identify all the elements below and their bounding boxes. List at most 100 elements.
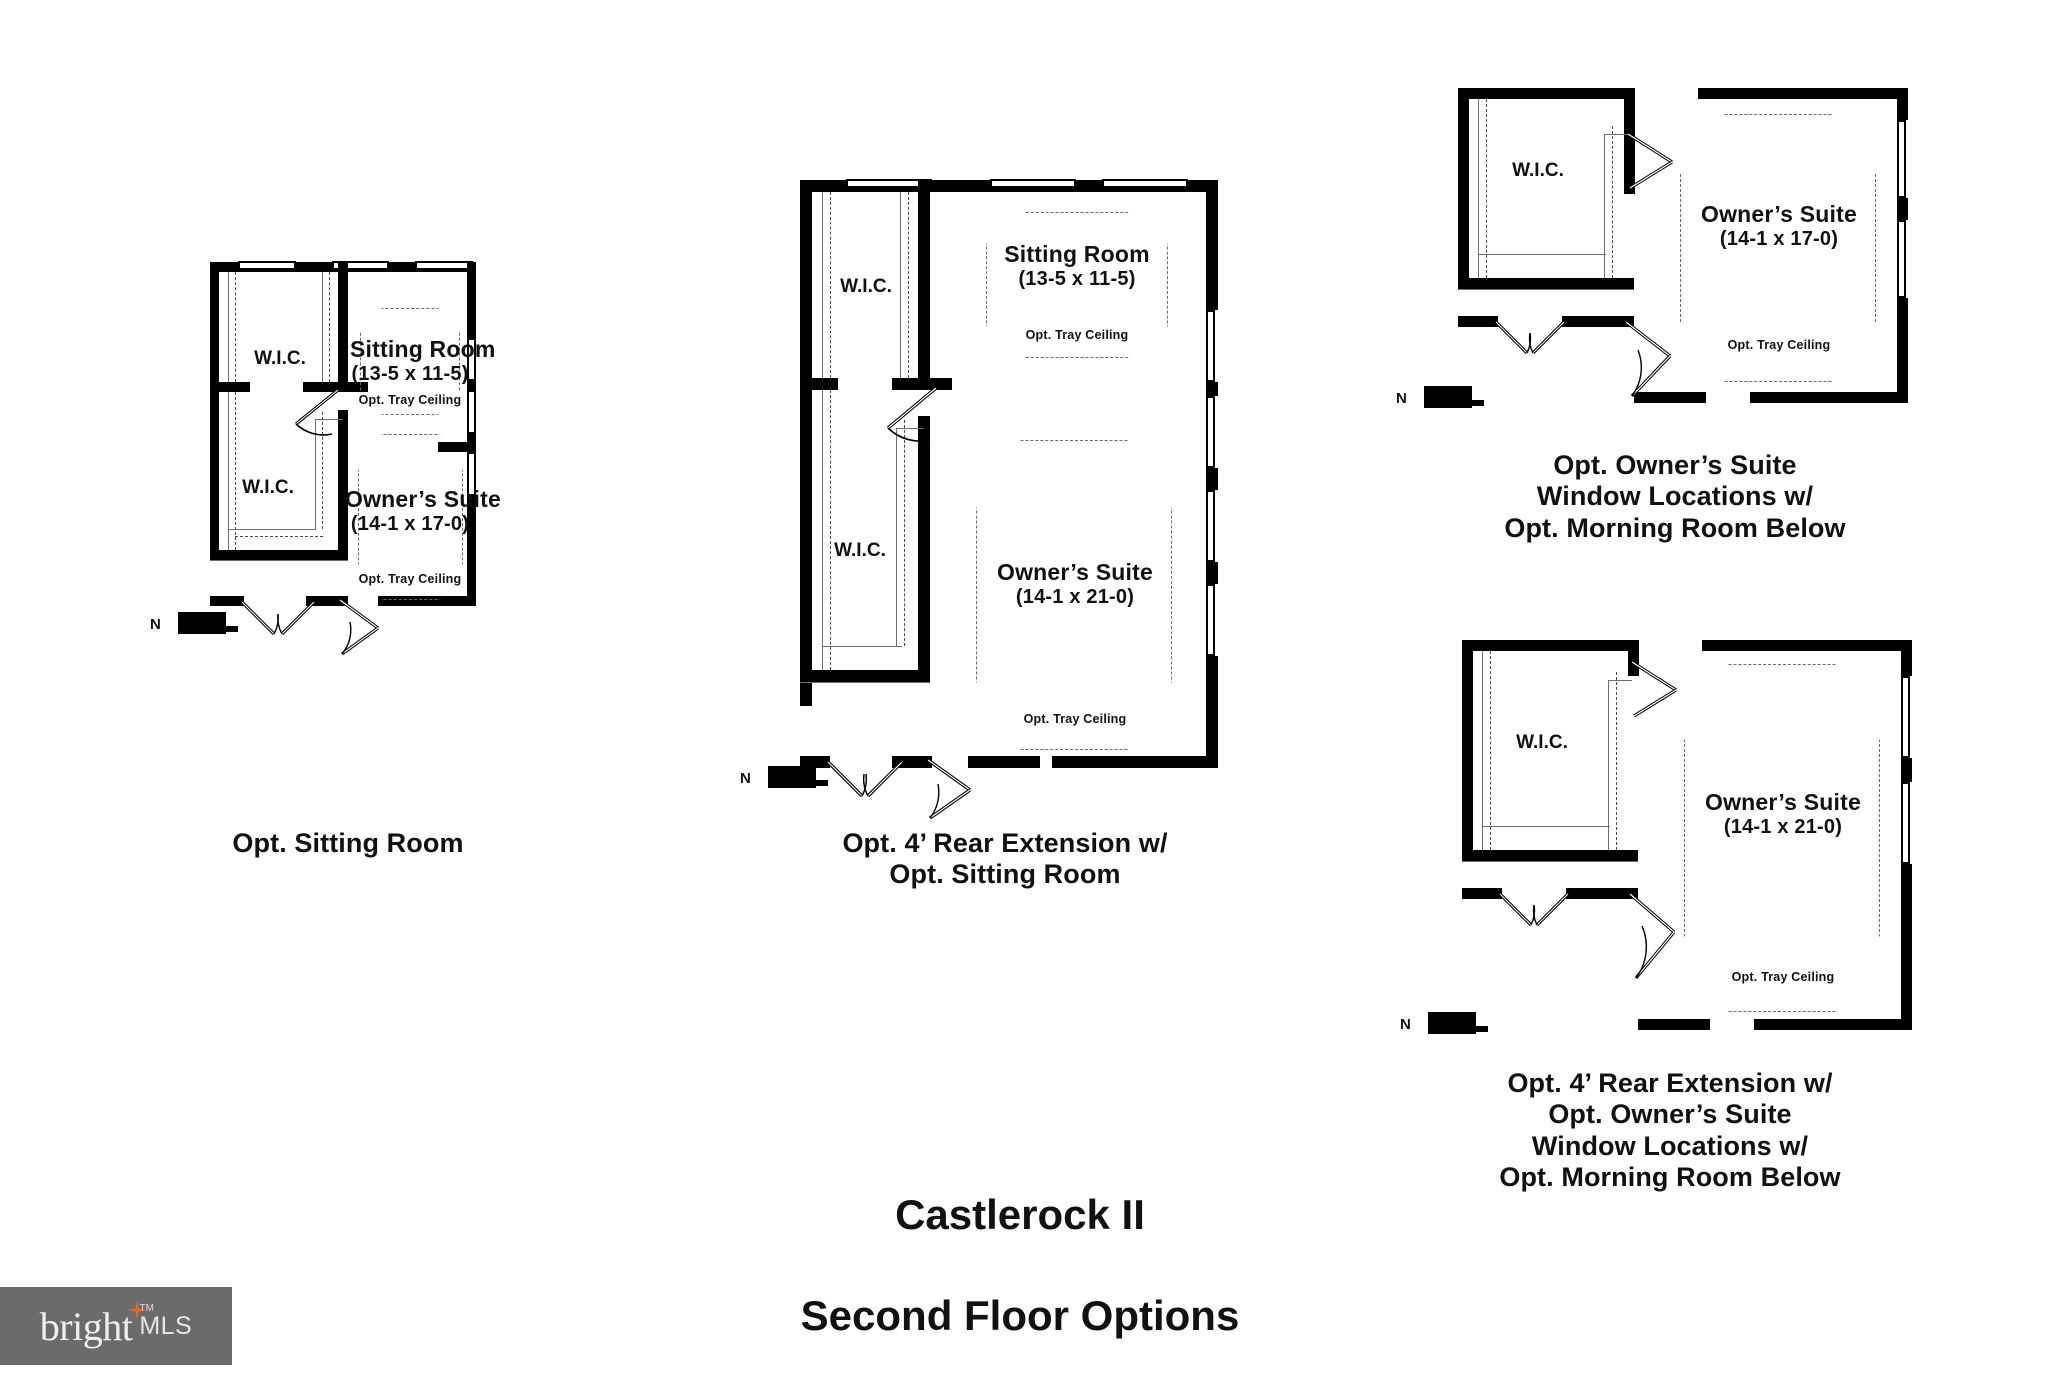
shelf-line-6	[896, 428, 924, 429]
compass-bar	[178, 612, 226, 634]
wall-wic-bottom	[1462, 850, 1638, 861]
logo-mls: MLS	[139, 1311, 193, 1340]
shelf-line-4	[1608, 680, 1632, 681]
wall-top-left	[1462, 640, 1638, 651]
wall-bottom-mid	[306, 596, 348, 606]
room-label-owners-suite: Owner’s Suite (14-1 x 17-0)	[345, 486, 501, 535]
caption-plan-4: Opt. 4’ Rear Extension w/ Opt. Owner’s S…	[1499, 1068, 1841, 1192]
wall-top-notch	[1628, 640, 1639, 676]
wall-bottom-right	[1750, 392, 1908, 403]
door-swing-double-bottom	[826, 760, 904, 808]
wall-bottom-left	[210, 596, 244, 606]
compass-label: N	[1396, 390, 1407, 407]
sitting-room-name: Sitting Room	[350, 336, 496, 362]
wall-bottom-left	[800, 756, 830, 768]
door-swing-entry	[338, 598, 390, 656]
shelf-dash-2	[329, 272, 330, 382]
door-swing-wic-upper	[870, 386, 940, 444]
wall-right-seg-1	[467, 381, 476, 390]
compass-north: N	[150, 612, 260, 642]
wall-left	[1462, 640, 1473, 860]
wall-top-right	[1698, 88, 1908, 99]
shelf-line-2	[322, 272, 323, 382]
owners-suite-name: Owner’s Suite	[345, 486, 501, 512]
wall-right-seg-1	[1206, 382, 1218, 396]
plan-opt-sitting-room: W.I.C. W.I.C. Sitting Room (13-5 x 11-5)…	[150, 261, 501, 656]
wall-right-seg-2	[1206, 468, 1218, 490]
wall-wic-bottom	[800, 670, 930, 682]
window-top-left	[846, 179, 932, 188]
room-label-sitting-room: Sitting Room (13-5 x 11-5)	[982, 241, 1172, 290]
shelf-dash-1	[1490, 651, 1491, 850]
window-right-2	[1897, 220, 1906, 298]
shelf-dash-1	[830, 192, 831, 378]
owners-suite-name: Owner’s Suite	[1705, 789, 1861, 815]
owners-suite-tray-note: Opt. Tray Ceiling	[1727, 338, 1831, 352]
closet-strip-top	[210, 560, 348, 561]
compass-tail	[1472, 1026, 1488, 1032]
wall-left-upper	[210, 262, 219, 389]
compass-label: N	[1400, 1016, 1411, 1033]
compass-north: N	[1396, 386, 1506, 416]
owners-suite-tray-note: Opt. Tray Ceiling	[1731, 970, 1835, 984]
shelf-line-2	[1608, 680, 1609, 850]
shelf-line-1	[228, 272, 229, 382]
window-right-2	[1206, 396, 1215, 468]
owners-suite-tray-note: Opt. Tray Ceiling	[358, 572, 462, 586]
owners-suite-tray-note: Opt. Tray Ceiling	[1023, 712, 1127, 726]
compass-tail	[222, 626, 238, 632]
window-top-right	[1102, 179, 1188, 188]
caption-plan-1: Opt. Sitting Room	[232, 828, 464, 858]
owners-suite-name: Owner’s Suite	[997, 559, 1153, 585]
wall-bottom-right	[968, 756, 1040, 768]
shelf-dash-2	[1616, 672, 1617, 850]
room-label-owners-suite: Owner’s Suite (14-1 x 17-0)	[1674, 201, 1884, 250]
door-swing-wic-upper	[280, 388, 340, 438]
compass-bar	[1424, 386, 1472, 408]
wall-bottom-right-2	[1052, 756, 1218, 768]
wall-wic-bottom	[1458, 278, 1634, 289]
shelf-line-3	[822, 390, 823, 670]
door-swing-entry	[1628, 892, 1686, 982]
shelf-dash-5	[235, 536, 323, 537]
plan-opt-4ft-rear-extension-sitting-room: W.I.C. W.I.C. Sitting Room (13-5 x 11-5)…	[740, 179, 1218, 820]
wall-right-lower	[1897, 298, 1908, 403]
door-swing-double-bottom	[1494, 320, 1566, 364]
owners-suite-dimensions: (14-1 x 21-0)	[1015, 585, 1135, 608]
tray-ceiling-owners-suite	[976, 440, 1172, 750]
wall-top-right	[1702, 640, 1912, 651]
room-label-owners-suite: Owner’s Suite (14-1 x 21-0)	[970, 559, 1180, 608]
owners-suite-name: Owner’s Suite	[1701, 201, 1857, 227]
wall-stub-right	[303, 382, 368, 392]
shelf-line-5	[822, 646, 902, 647]
room-label-sitting-room: Sitting Room (13-5 x 11-5)	[350, 336, 496, 385]
logo-wordmark: bright	[39, 1303, 133, 1349]
window-right-3	[467, 452, 476, 496]
window-top-mid	[332, 261, 389, 270]
window-right-4	[1206, 584, 1215, 656]
compass-tail	[1468, 400, 1484, 406]
sitting-room-dimensions: (13-5 x 11-5)	[1018, 267, 1136, 290]
compass-label: N	[150, 616, 161, 633]
door-swing-double-bottom	[240, 600, 316, 644]
window-right-1	[1206, 310, 1215, 382]
caption-plan-2: Opt. 4’ Rear Extension w/ Opt. Sitting R…	[842, 828, 1168, 890]
window-right-3	[1206, 490, 1215, 562]
wall-right-upper	[467, 262, 476, 338]
wall-right-lower	[1206, 656, 1218, 766]
bright-mls-logo: bright TM MLS	[0, 1287, 232, 1365]
door-swing-entry	[926, 758, 982, 820]
tray-ceiling-owners-suite	[1684, 664, 1880, 1012]
wall-stub-left	[800, 378, 838, 390]
tray-ceiling-owners-suite	[358, 434, 463, 600]
shelf-line-4	[896, 428, 897, 646]
shelf-dash-1	[1486, 99, 1487, 278]
wall-left-lower	[210, 382, 219, 560]
wall-right-upper	[1206, 180, 1218, 310]
tray-ceiling-sitting-room	[986, 212, 1168, 358]
door-swing-entry	[1624, 320, 1682, 400]
wall-bottom-left	[1634, 392, 1706, 403]
window-top-right	[415, 261, 473, 270]
sheet-title-line2: Second Floor Options	[800, 1292, 1240, 1340]
plan-opt-owners-suite-window-locations: W.I.C. Owner’s Suite (14-1 x 17-0) Opt. …	[1396, 88, 1908, 413]
